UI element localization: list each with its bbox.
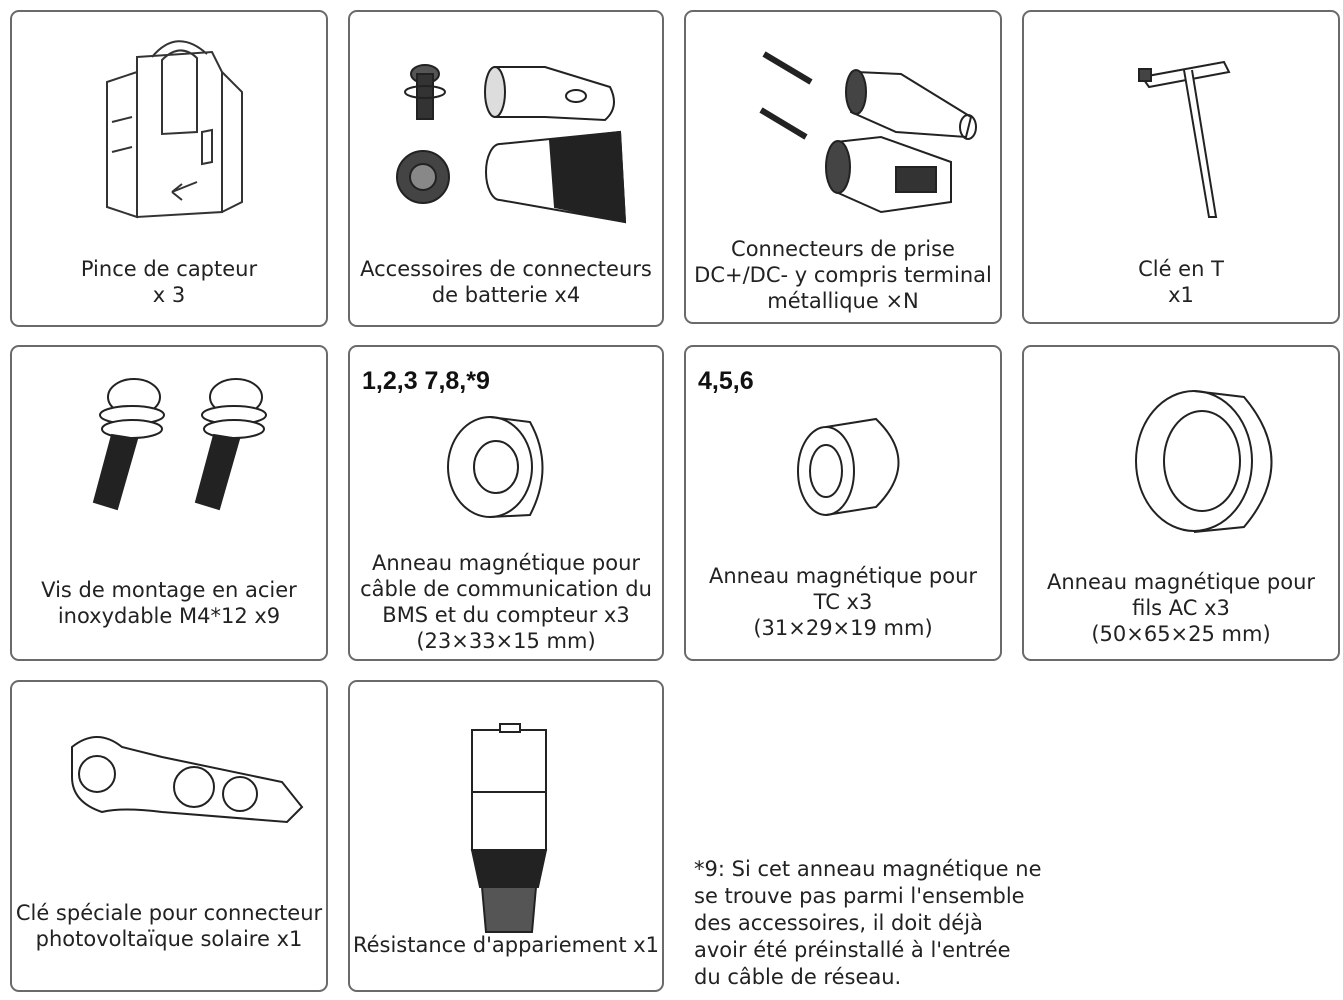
dc-connector-icon: [759, 51, 977, 214]
item-label: Accessoires de connecteurs de batterie x…: [360, 257, 652, 307]
t-wrench-icon: [1138, 60, 1231, 218]
item-qty: x1: [1168, 283, 1194, 307]
resistor-plug-icon: [470, 723, 548, 933]
item-label: Pince de capteur: [80, 257, 258, 281]
item-label: Anneau magnétique pour câble de communic…: [360, 551, 652, 653]
item-label: Résistance d'appariement x1: [352, 933, 660, 957]
item-sensor-clamp: Pince de capteur x 3: [10, 10, 328, 327]
item-magnetic-ring-ac: Anneau magnétique pour fils AC x3 (50×65…: [1022, 345, 1340, 661]
item-label: Clé spéciale pour connecteur photovoltaï…: [15, 901, 323, 951]
item-matching-resistor: Résistance d'appariement x1: [348, 680, 664, 992]
spanner-icon: [71, 736, 304, 824]
sensor-clamp-icon: [106, 40, 243, 219]
item-mounting-screws: Vis de montage en acier inoxydable M4*12…: [10, 345, 328, 661]
item-pv-connector-wrench: Clé spéciale pour connecteur photovoltaï…: [10, 680, 328, 992]
item-dc-plug-connectors: Connecteurs de prise DC+/DC- y compris t…: [684, 10, 1002, 324]
item-label: Anneau magnétique pour TC x3 (31×29×19 m…: [708, 564, 978, 640]
item-magnetic-ring-bms: 1,2,3 7,8,*9 Anneau magnétique pour câbl…: [348, 345, 664, 661]
item-label: Anneau magnétique pour fils AC x3 (50×65…: [1046, 570, 1316, 646]
item-qty: x 3: [152, 283, 186, 307]
magnetic-ring-icon: [797, 417, 900, 516]
item-label: Vis de montage en acier inoxydable M4*12…: [41, 578, 297, 628]
item-label: Connecteurs de prise DC+/DC- y compris t…: [694, 237, 992, 313]
footnote: *9: Si cet anneau magnétique ne se trouv…: [694, 857, 1042, 989]
item-battery-connectors: Accessoires de connecteurs de batterie x…: [348, 10, 664, 327]
magnetic-ring-icon: [1135, 390, 1273, 533]
item-ref-numbers: 1,2,3 7,8,*9: [362, 367, 490, 395]
battery-connector-icon: [396, 64, 627, 224]
item-label: Clé en T: [1138, 257, 1224, 281]
item-t-wrench: Clé en T x1: [1022, 10, 1340, 324]
item-magnetic-ring-tc: 4,5,6 Anneau magnétique pour TC x3 (31×2…: [684, 345, 1002, 661]
magnetic-ring-icon: [447, 416, 544, 518]
item-ref-numbers: 4,5,6: [698, 367, 754, 395]
screw-icon: [92, 378, 267, 511]
